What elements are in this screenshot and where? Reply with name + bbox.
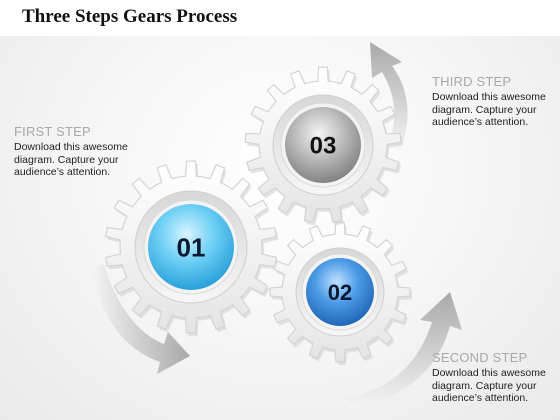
step-number-badge <box>306 258 374 326</box>
page-title: Three Steps Gears Process <box>22 6 238 27</box>
step-number-badge <box>285 107 361 183</box>
step-heading: FIRST STEP <box>14 124 91 139</box>
step-first: FIRST STEP Download this awesome diagram… <box>14 124 144 179</box>
curved-arrow-icon <box>344 292 462 408</box>
step-number-label: 02 <box>328 280 352 305</box>
step-description: Download this awesome diagram. Capture y… <box>432 367 546 404</box>
step-description: Download this awesome diagram. Capture y… <box>432 91 546 128</box>
gear-step-2: 02 <box>269 221 412 365</box>
step-third: THIRD STEP Download this awesome diagram… <box>432 74 560 129</box>
step-second: SECOND STEP Download this awesome diagra… <box>432 350 560 405</box>
gear-step-1: 01 <box>104 160 279 336</box>
step-description: Download this awesome diagram. Capture y… <box>14 141 128 178</box>
step-number-label: 03 <box>310 133 337 160</box>
step-heading: THIRD STEP <box>432 74 512 89</box>
step-number-badge <box>148 204 234 290</box>
step-heading: SECOND STEP <box>432 350 528 365</box>
curved-arrow-icon <box>92 264 190 374</box>
curved-arrow-icon <box>370 42 408 150</box>
gear-step-3: 03 <box>244 66 403 226</box>
step-number-label: 01 <box>177 232 206 262</box>
